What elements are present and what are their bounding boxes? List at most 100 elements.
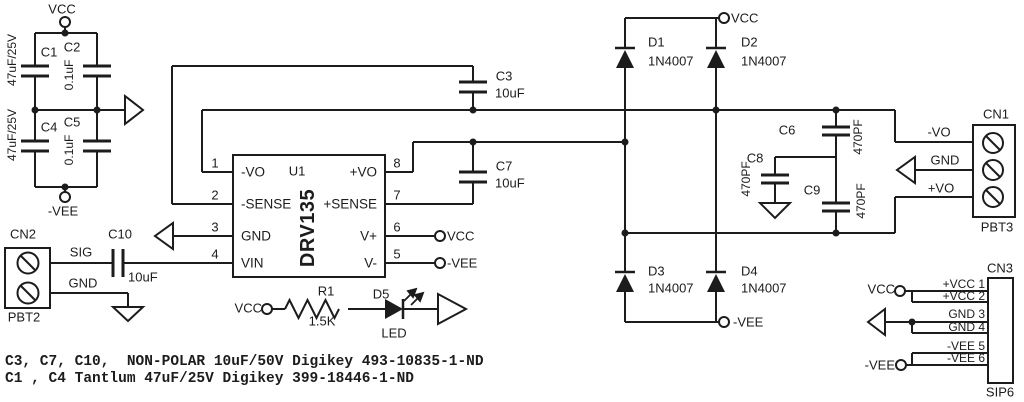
r1-ref: R1 xyxy=(317,283,335,299)
terminal-vee-bridge xyxy=(718,316,730,328)
resistor-R1 xyxy=(284,297,340,321)
gnd-label-cn2: GND xyxy=(68,275,98,291)
vee-label-pin5: -VEE xyxy=(447,255,478,271)
diode-D2 xyxy=(706,46,726,68)
terminal-vcc-top-left xyxy=(59,16,71,28)
bom-note-line-2: C1 , C4 Tantlum 47uF/25V Digikey 399-184… xyxy=(5,370,414,387)
connector-cn3 xyxy=(987,277,1014,384)
ground-symbol-cn2 xyxy=(110,306,146,323)
c6-value: 470PF xyxy=(851,119,865,155)
d1-ref: D1 xyxy=(648,34,665,50)
capacitor-C7 xyxy=(459,170,487,184)
c4-value: 47uF/25V xyxy=(5,108,19,162)
c9-ref: C9 xyxy=(803,182,821,198)
c5-ref: C5 xyxy=(63,114,81,130)
wire-neg-sense-net xyxy=(171,65,474,205)
u1-pin-pos-vo: +VO xyxy=(349,164,377,180)
cn3-pin-2: +VCC 2 xyxy=(942,289,985,303)
neg-vo-label: -VO xyxy=(927,124,951,140)
ground-symbol-c8 xyxy=(757,202,793,220)
pin-number-5: 5 xyxy=(393,246,401,262)
capacitor-C5 xyxy=(83,139,111,153)
screw-terminal xyxy=(16,251,40,275)
c3-ref: C3 xyxy=(495,68,513,84)
pin-number-6: 6 xyxy=(393,219,401,235)
c3-value: 10uF xyxy=(495,85,525,101)
wires-cn3 xyxy=(885,290,988,366)
vcc-label-led: VCC xyxy=(234,300,262,316)
common-arrow-cn1 xyxy=(895,155,916,185)
screw-terminal xyxy=(16,281,40,305)
u1-pin-vin: VIN xyxy=(241,255,264,271)
pin-number-1: 1 xyxy=(211,155,219,171)
c2-value: 0.1uF xyxy=(62,59,76,91)
cn3-ref: CN3 xyxy=(986,260,1014,276)
common-arrow-led xyxy=(437,292,469,326)
u1-body xyxy=(232,154,386,278)
capacitor-C3 xyxy=(459,80,487,94)
c2-ref: C2 xyxy=(63,39,81,55)
pin-number-8: 8 xyxy=(393,155,401,171)
pin-number-4: 4 xyxy=(211,246,219,262)
wires-output-filter xyxy=(774,110,837,233)
u1-pin-pos-sense: +SENSE xyxy=(323,196,377,212)
u1-pin-vplus: V+ xyxy=(360,228,377,244)
pin-number-3: 3 xyxy=(211,219,219,235)
c7-value: 10uF xyxy=(495,175,525,191)
c1-ref: C1 xyxy=(40,44,58,60)
cn3-pin-5: -VEE 5 xyxy=(946,339,985,353)
cn2-ref: CN2 xyxy=(9,226,37,242)
wires-cn2-input xyxy=(50,262,233,307)
capacitor-C1 xyxy=(21,64,49,78)
c8-ref: C8 xyxy=(746,150,764,166)
gnd-label-cn1: GND xyxy=(930,152,960,168)
vcc-label-pin6: VCC xyxy=(447,228,475,244)
screw-terminal xyxy=(982,132,1004,154)
d3-ref: D3 xyxy=(648,263,665,279)
d5-label: LED xyxy=(381,325,407,341)
wire-neg-vo-net xyxy=(201,92,973,173)
capacitor-C2 xyxy=(83,64,111,78)
wires-bridge xyxy=(624,17,719,323)
common-arrow-left-block xyxy=(124,93,145,127)
vee-label-bridge: -VEE xyxy=(733,314,764,330)
vee-rail-label: -VEE xyxy=(47,203,79,219)
diode-D3 xyxy=(615,270,635,292)
r1-value: 1.5K xyxy=(308,313,336,329)
c9-value: 470PF xyxy=(854,183,868,219)
c8-value: 470PF xyxy=(739,161,753,197)
screw-terminal xyxy=(982,186,1004,208)
u1-pin-vminus: V- xyxy=(364,255,377,271)
c10-ref: C10 xyxy=(108,226,132,242)
common-arrow-cn3 xyxy=(866,306,886,338)
sig-label: SIG xyxy=(69,244,93,260)
capacitor-C4 xyxy=(21,139,49,153)
led-emission-arrows xyxy=(403,287,425,306)
vcc-rail-label: VCC xyxy=(48,1,76,17)
terminal-vcc-bridge xyxy=(718,12,730,24)
d2-part: 1N4007 xyxy=(741,53,787,69)
d1-part: 1N4007 xyxy=(648,53,694,69)
pin-number-7: 7 xyxy=(393,187,401,203)
u1-pin-gnd: GND xyxy=(241,228,271,244)
vee-label-cn3: -VEE xyxy=(864,357,895,373)
d4-ref: D4 xyxy=(741,263,758,279)
terminal-vee-cn3 xyxy=(895,359,907,371)
cn3-pin-1: +VCC 1 xyxy=(942,277,985,291)
c4-ref: C4 xyxy=(40,119,58,135)
terminal-vee-pin5 xyxy=(434,257,446,269)
c5-value: 0.1uF xyxy=(62,134,76,166)
cn1-ref: CN1 xyxy=(982,106,1010,122)
wire-pos-sense-net xyxy=(385,142,474,205)
cn1-part: PBT3 xyxy=(980,219,1014,235)
c7-ref: C7 xyxy=(495,158,513,174)
vcc-label-cn3: VCC xyxy=(867,281,895,297)
vcc-label-bridge: VCC xyxy=(731,10,759,26)
cn3-pin-4: GND 4 xyxy=(948,320,985,334)
capacitor-C6 xyxy=(822,125,850,137)
cn2-part: PBT2 xyxy=(7,309,41,325)
c10-value: 10uF xyxy=(128,269,158,285)
led-D5 xyxy=(385,287,425,319)
